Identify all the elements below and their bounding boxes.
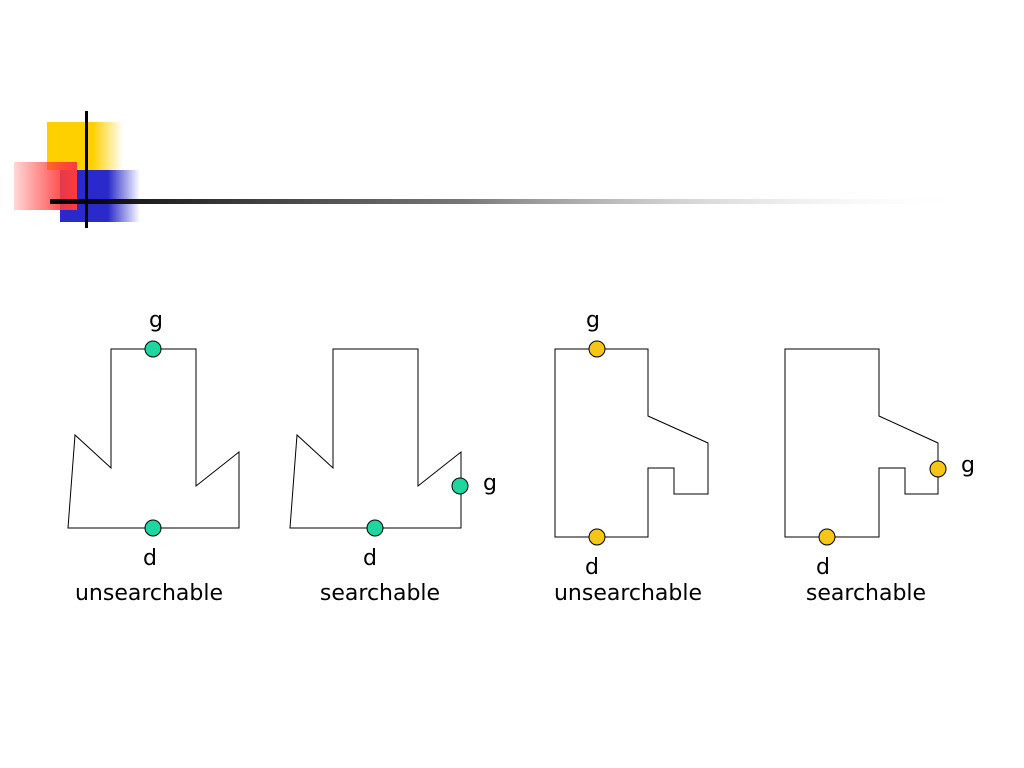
- goal-point: [818, 528, 836, 546]
- goal-point: [144, 519, 162, 537]
- goal-point: [588, 528, 606, 546]
- diagram-1: [67, 340, 240, 537]
- start-label: g: [586, 308, 600, 333]
- start-label: g: [149, 308, 163, 333]
- diagram-caption: unsearchable: [74, 581, 224, 606]
- start-point: [144, 340, 162, 358]
- region-outline: [784, 348, 939, 538]
- start-label: g: [483, 471, 497, 496]
- goal-label: d: [816, 555, 830, 580]
- start-point: [451, 477, 469, 495]
- region-outline: [289, 348, 462, 529]
- diagram-3: [554, 340, 709, 546]
- start-point: [929, 460, 947, 478]
- goal-label: d: [585, 555, 599, 580]
- diagram-2: [289, 348, 469, 537]
- diagram-caption: searchable: [319, 581, 441, 606]
- diagram-4: [784, 348, 947, 546]
- start-label: g: [961, 453, 975, 478]
- start-point: [588, 340, 606, 358]
- region-outline: [67, 348, 240, 529]
- diagram-caption: searchable: [805, 581, 927, 606]
- region-outline: [554, 348, 709, 538]
- deco-vertical-rule: [85, 111, 88, 228]
- goal-point: [366, 519, 384, 537]
- deco-horizontal-rule: [50, 199, 970, 204]
- diagram-caption: unsearchable: [553, 581, 703, 606]
- title-decoration: [14, 111, 970, 228]
- goal-label: d: [363, 546, 377, 571]
- goal-label: d: [143, 546, 157, 571]
